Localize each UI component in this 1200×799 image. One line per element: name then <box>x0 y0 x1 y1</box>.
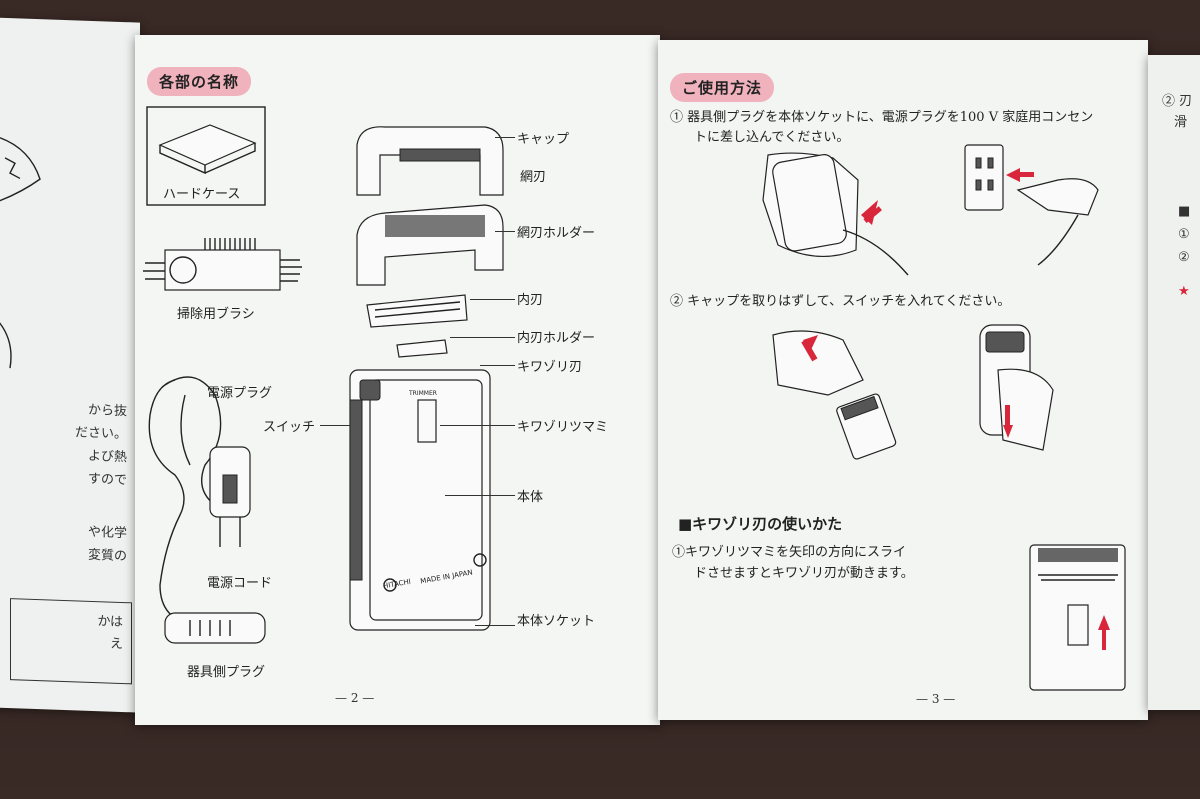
left-fragment-line: や化学 <box>88 524 128 542</box>
trimmer-blade-label: キワゾリ刃 <box>517 360 583 375</box>
red-arrow-icon <box>803 335 818 352</box>
inner-blade-icon <box>366 294 468 328</box>
usage-illustrations <box>762 144 1126 691</box>
cap-label: キャップ <box>517 132 570 147</box>
left-fragment-line: よび熱 <box>88 448 128 466</box>
parts-illustration <box>143 106 504 644</box>
trimmer-heading: ■キワゾリ刃の使いかた <box>678 515 843 533</box>
left-fragment-line: から抜 <box>88 402 128 420</box>
trimmer-knob-label: キワゾリツマミ <box>517 420 609 435</box>
right-fragment-line: ① <box>1178 227 1190 242</box>
left-fragment-box-line: え <box>109 636 123 653</box>
inner-blade-holder-label: 内刃ホルダー <box>517 331 596 346</box>
left-fragment-line: ださい。 <box>75 425 128 443</box>
red-arrow-icon <box>1098 615 1110 630</box>
step2-text: ② キャップを取りはずして、スイッチを入れてください。 <box>670 294 1011 309</box>
trimmer-knob-diagram-icon <box>1067 604 1089 646</box>
body-socket-label: 本体ソケット <box>517 614 596 629</box>
section-title-parts: 各部の名称 <box>147 67 252 96</box>
right-partial-page: ② 刃 滑 ■ ① ② ★ <box>1148 55 1200 710</box>
power-cord-label: 電源コード <box>207 576 273 591</box>
brush-icon <box>164 249 281 291</box>
hard-case-frame <box>146 106 266 206</box>
page-number-right: — 3 — <box>916 692 956 706</box>
left-partial-illustration <box>0 137 41 369</box>
red-arrow-icon <box>1003 425 1013 438</box>
right-fragment-line: ② 刃 <box>1162 94 1193 109</box>
right-fragment-line: ★ <box>1178 284 1190 299</box>
right-fragment-line: 滑 <box>1174 115 1188 130</box>
left-fragment-line: すので <box>88 471 128 489</box>
hand-plug-icon <box>1016 178 1099 216</box>
left-partial-page: から抜 ださい。 よび熱 すので や化学 変質の かは え <box>0 17 140 713</box>
hand-cap-icon <box>772 330 864 396</box>
device-plug-icon <box>164 612 266 644</box>
hard-case-label: ハードケース <box>163 187 241 202</box>
trimmer-line1: ①キワゾリツマミを矢印の方向にスライ <box>672 545 907 560</box>
right-fragment-line: ■ <box>1178 204 1191 219</box>
body-label: 本体 <box>517 490 544 505</box>
page-number-left: — 2 — <box>335 691 375 705</box>
trimmer-line2: ドさせますとキワゾリ刃が動きます。 <box>694 566 914 581</box>
left-fragment-box-line: かは <box>97 614 123 631</box>
knob-mark: TRIMMER <box>409 390 437 397</box>
inner-blade-label: 内刃 <box>517 293 544 308</box>
usage-page: ご使用方法 ① 器具側プラグを本体ソケットに、電源プラグを100 V 家庭用コン… <box>658 40 1148 720</box>
net-blade-label: 網刃 <box>520 170 547 185</box>
step1-line2: トに差し込んでください。 <box>694 130 850 145</box>
net-blade-holder-label: 網刃ホルダー <box>517 226 596 241</box>
switch-label: スイッチ <box>263 420 316 435</box>
left-fragment-box: かは え <box>10 598 132 685</box>
left-fragment-line: 変質の <box>88 547 128 565</box>
section-title-usage: ご使用方法 <box>670 73 775 102</box>
power-plug-label: 電源プラグ <box>207 386 273 401</box>
parts-names-page: 各部の名称 <box>135 35 660 725</box>
device-plug-label: 器具側プラグ <box>187 665 266 680</box>
inner-blade-holder-icon <box>396 339 448 358</box>
trimmer-knob-icon <box>417 399 437 443</box>
wall-outlet-icon <box>964 144 1004 211</box>
cap-icon <box>356 126 504 196</box>
brush-label: 掃除用ブラシ <box>177 307 255 322</box>
step1-line1: ① 器具側プラグを本体ソケットに、電源プラグを100 V 家庭用コンセン <box>670 110 1094 125</box>
shaver-step1-icon <box>772 154 847 252</box>
right-fragment-line: ② <box>1178 250 1190 265</box>
red-arrow-icon <box>1006 168 1020 182</box>
